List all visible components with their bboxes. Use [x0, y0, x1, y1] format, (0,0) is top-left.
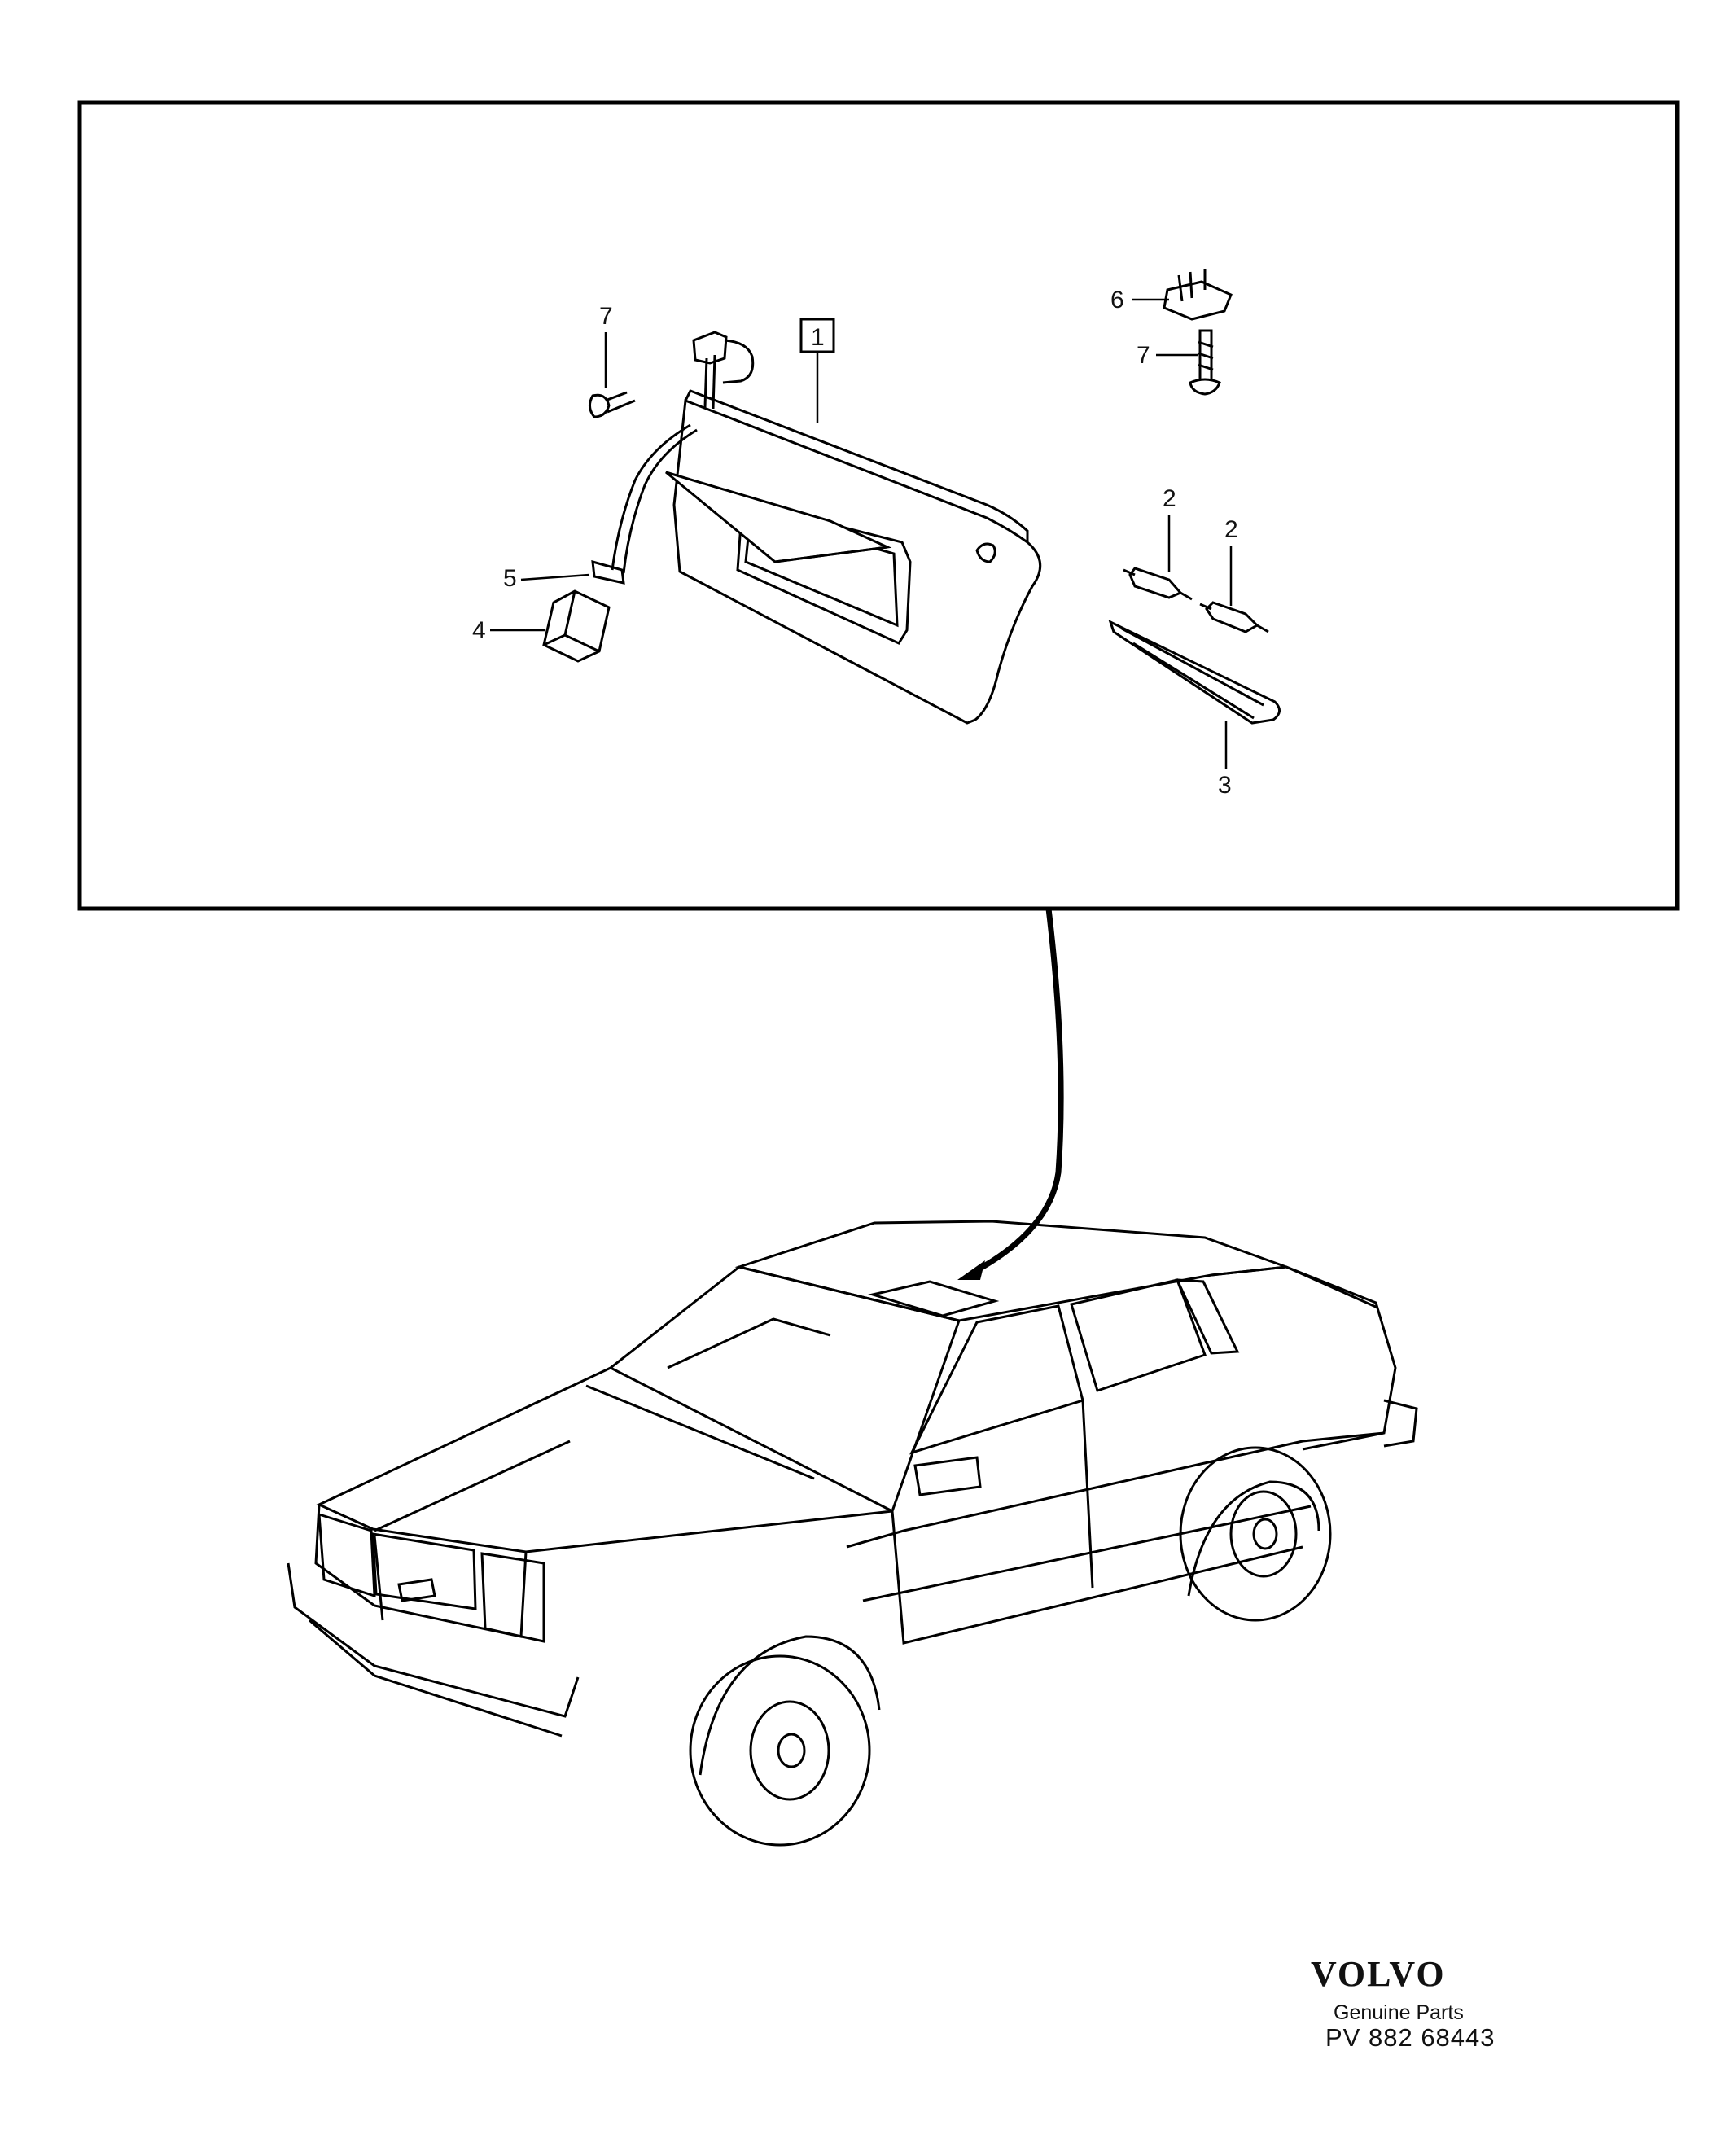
callout-connector-housing: 4: [472, 617, 486, 644]
callout-wire-terminal: 5: [503, 565, 517, 592]
visor-hinge-drawing: [1163, 269, 1233, 396]
callout-bulb-left: 2: [1163, 485, 1176, 512]
lens-drawing: [1108, 620, 1281, 725]
callout-hinge-bracket: 6: [1110, 287, 1124, 313]
callout-screw-right: 7: [1137, 342, 1150, 369]
bulbs-drawing: [1123, 567, 1269, 633]
genuine-parts-label: Genuine Parts: [1334, 2001, 1464, 2024]
callout-bulb-right: 2: [1224, 516, 1238, 543]
location-arrow-head: [957, 1260, 985, 1280]
callout-screw-left: 7: [599, 303, 613, 330]
part-box-label: 1: [811, 324, 825, 351]
callout-lens: 3: [1218, 772, 1232, 799]
car-drawing: [287, 1220, 1418, 1847]
part-reference-prefix: PV: [1325, 2023, 1361, 2052]
sun-visor-drawing: [542, 331, 1042, 725]
volvo-logo: VOLVO: [1311, 1954, 1446, 1994]
location-arrow: [975, 908, 1064, 1273]
brand-block: VOLVO Genuine Parts PV 882 68443: [1311, 1956, 1522, 2052]
part-reference: PV 882 68443: [1325, 2024, 1522, 2052]
detail-frame: [77, 100, 1680, 911]
part-reference-number: 882 68443: [1368, 2023, 1496, 2052]
